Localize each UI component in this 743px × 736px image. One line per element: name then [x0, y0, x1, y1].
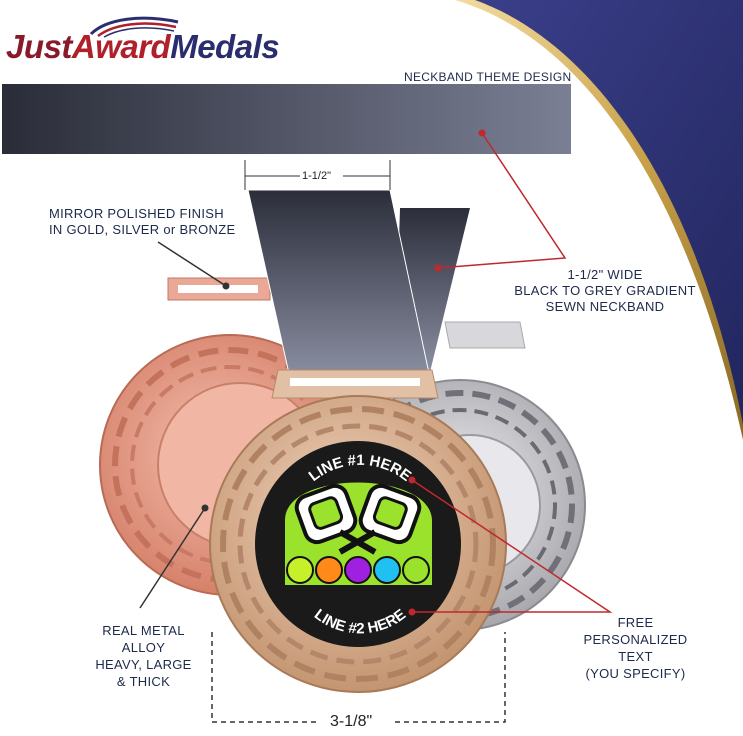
- pickleball-insert: [285, 482, 432, 585]
- text-line-1: FREE: [617, 615, 654, 630]
- neckband-ribbon: [247, 189, 470, 379]
- width-dimension-label: 1-1/2": [302, 170, 331, 182]
- swoosh-icon: [89, 16, 179, 38]
- metal-line-4: & THICK: [116, 674, 171, 689]
- neckband-line-3: SEWN NECKBAND: [545, 299, 665, 314]
- logo-part-award: Award: [71, 28, 171, 65]
- finish-line-2: IN GOLD, SILVER or BRONZE: [49, 222, 236, 237]
- brand-logo: JustAwardMedals: [6, 28, 280, 66]
- diameter-dimension-label: 3-1/8": [330, 713, 373, 730]
- logo-part-just: Just: [6, 28, 72, 65]
- pickleball-paddles-icon: [294, 483, 422, 555]
- neckband-callout: 1-1/2" WIDE BLACK TO GREY GRADIENT SEWN …: [500, 267, 710, 315]
- metal-line-3: HEAVY, LARGE: [95, 657, 192, 672]
- metal-callout: REAL METAL ALLOY HEAVY, LARGE & THICK: [86, 622, 201, 690]
- callout-lines: [139, 129, 613, 616]
- neckband-theme-swatch: [2, 84, 571, 154]
- neckband-line-2: BLACK TO GREY GRADIENT: [514, 283, 696, 298]
- personalized-text-callout: FREE PERSONALIZED TEXT (YOU SPECIFY): [573, 614, 698, 682]
- neckband-line-1: 1-1/2" WIDE: [567, 267, 643, 282]
- metal-line-1: REAL METAL: [102, 623, 185, 638]
- neckband-theme-label: NECKBAND THEME DESIGN: [404, 70, 572, 84]
- logo-part-medals: Medals: [170, 28, 280, 65]
- finish-line-1: MIRROR POLISHED FINISH: [49, 206, 224, 221]
- finish-callout: MIRROR POLISHED FINISH IN GOLD, SILVER o…: [49, 206, 235, 238]
- text-line-4: (YOU SPECIFY): [585, 666, 686, 681]
- pickleball-icon: [286, 556, 430, 584]
- dimension-lines: [211, 160, 506, 723]
- text-line-3: TEXT: [618, 649, 653, 664]
- metal-line-2: ALLOY: [121, 640, 166, 655]
- text-line-2: PERSONALIZED: [583, 632, 688, 647]
